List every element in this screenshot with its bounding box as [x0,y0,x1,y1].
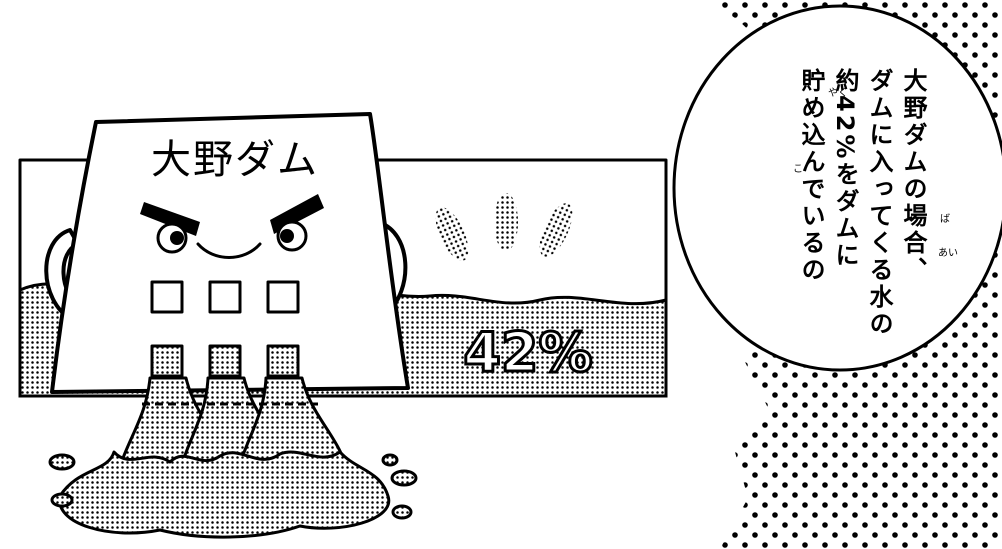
speech-line: 大野ダムの場合、 [899,68,927,284]
left-pupil [170,231,184,245]
speech-line: 約42%をダムに [831,68,859,270]
furigana: やく [828,87,848,99]
splash-pool [58,450,391,539]
speech-bubble [672,4,1002,372]
effort-mark [492,191,520,253]
water-droplet [50,492,74,508]
furigana: こ [793,164,803,175]
dam-gate [150,344,184,378]
effort-mark [537,201,575,259]
water-droplet [390,469,418,487]
effort-mark [433,205,471,263]
dam-gate [208,344,242,378]
right-pupil [280,229,294,243]
water-droplet [48,453,76,471]
water-droplet [381,453,399,467]
furigana: あい [938,247,958,259]
furigana: ば [940,213,950,225]
water-release [48,376,418,539]
water-percent-label: 42% [462,320,594,385]
speech-line: 貯め込んでいるの [797,68,825,284]
dam-body [50,112,410,394]
smile [196,242,262,259]
speech-text: 大野ダムの場合、 ダムに入ってくる水の 約42%をダムに 貯め込んでいるの [752,68,930,368]
dam-window [266,280,300,314]
dam-gate [266,344,300,378]
dam-window [150,280,184,314]
dam-window [208,280,242,314]
water-droplet [391,504,413,520]
speech-line: ダムに入ってくる水の [865,68,893,338]
dam-name-label: 大野ダム [151,137,319,183]
left-eyebrow [140,202,200,236]
dam-character [44,112,410,394]
